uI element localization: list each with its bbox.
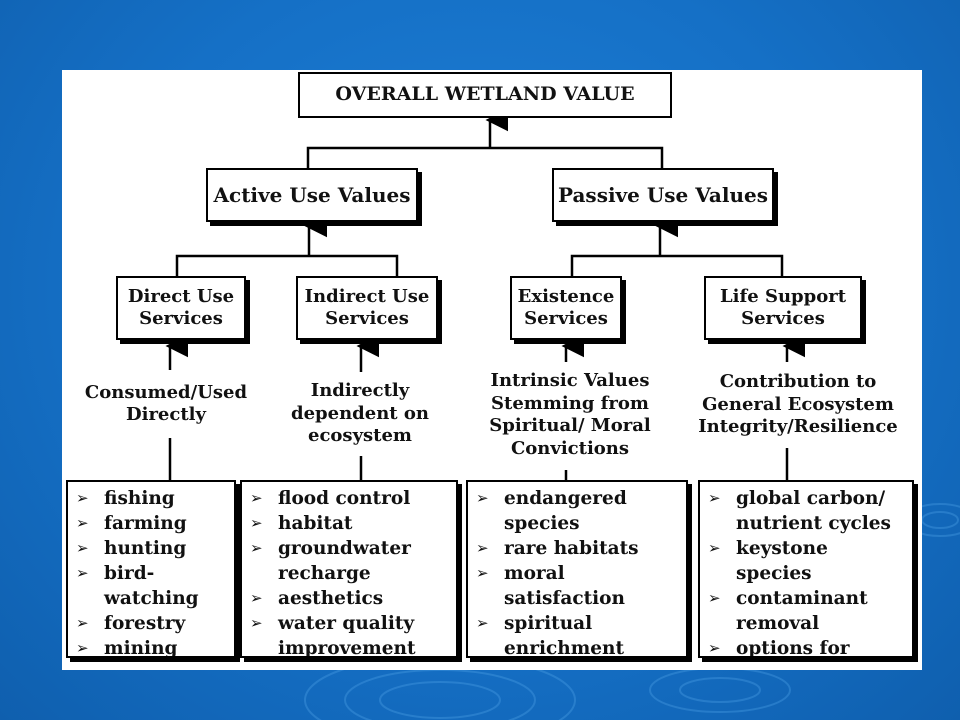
existence-list: endangered speciesrare habitatsmoral sat… (466, 480, 688, 658)
list-item: fishing (76, 486, 228, 511)
life-support-services-box: Life Support Services (704, 276, 862, 340)
active-use-values-box: Active Use Values (206, 168, 418, 222)
existence-note: Intrinsic Values Stemming from Spiritual… (454, 362, 686, 468)
list-item: groundwater recharge (250, 536, 450, 586)
list-item: farming (76, 511, 228, 536)
list-item: bird- watching (76, 561, 228, 611)
list-item: endangered species (476, 486, 680, 536)
list-item: hunting (76, 536, 228, 561)
list-item: contaminant removal (708, 586, 906, 636)
indirect-use-services-box: Indirect Use Services (296, 276, 438, 340)
list-item: global carbon/ nutrient cycles (708, 486, 906, 536)
indirect-use-list: flood controlhabitatgroundwater recharge… (240, 480, 458, 658)
overall-wetland-value-box: OVERALL WETLAND VALUE (298, 72, 672, 118)
list-item: flood control (250, 486, 450, 511)
list-item: water quality improvement (250, 611, 450, 656)
list-item: forestry (76, 611, 228, 636)
list-item: aesthetics (250, 586, 450, 611)
list-item: spiritual enrichment (476, 611, 680, 656)
list-item: moral satisfaction (476, 561, 680, 611)
indirect-note: Indirectly dependent on ecosystem (282, 372, 438, 456)
direct-use-list: fishingfarminghuntingbird- watchingfores… (66, 480, 236, 658)
list-item: habitat (250, 511, 450, 536)
direct-note: Consumed/Used Directly (76, 370, 256, 438)
list-item: rare habitats (476, 536, 680, 561)
life-support-note: Contribution to General Ecosystem Integr… (690, 362, 906, 448)
existence-services-box: Existence Services (510, 276, 622, 340)
direct-use-services-box: Direct Use Services (116, 276, 246, 340)
list-item: keystone species (708, 536, 906, 586)
list-item: options for future use values (708, 636, 906, 656)
life-support-list: global carbon/ nutrient cycleskeystone s… (698, 480, 914, 658)
passive-use-values-box: Passive Use Values (552, 168, 774, 222)
list-item: mining (76, 636, 228, 656)
